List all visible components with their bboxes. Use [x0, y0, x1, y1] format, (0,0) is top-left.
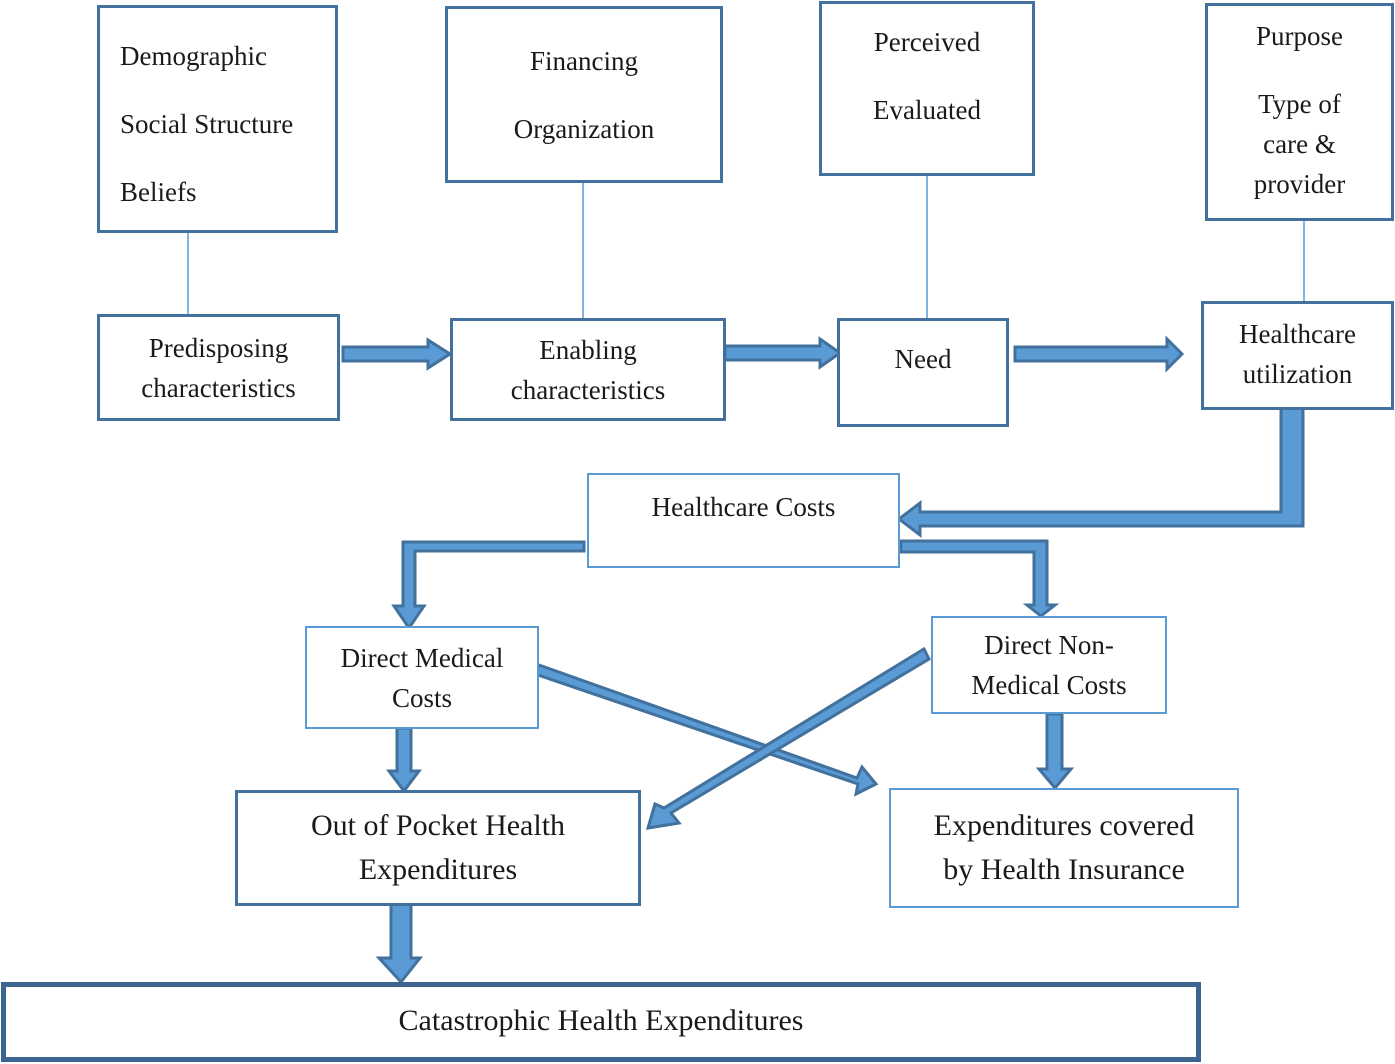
catastrophic-expenditures-box: Catastrophic Health Expenditures — [1, 982, 1201, 1062]
enabling-label-line2: characteristics — [510, 374, 666, 405]
arrow-costs-to-direct-medical — [391, 540, 586, 631]
arrow-predisposing-to-enabling — [341, 337, 453, 371]
predisposing-characteristics-box: Predisposing characteristics — [97, 314, 340, 421]
predisposing-attributes-box: Demographic Social Structure Beliefs — [97, 5, 338, 233]
need-label: Need — [894, 344, 952, 374]
attribute-purpose: Purpose — [1256, 21, 1343, 51]
predisposing-label-line1: Predisposing — [148, 332, 289, 363]
utilization-label-line1: Healthcare — [1239, 319, 1356, 349]
arrow-direct-medical-to-out-of-pocket — [386, 726, 422, 794]
insurance-label-line1: Expenditures covered — [933, 809, 1195, 842]
arrow-out-of-pocket-to-catastrophic — [375, 901, 424, 985]
arrow-direct-non-medical-to-insurance — [1035, 712, 1075, 791]
enabling-label-line1: Enabling — [539, 334, 637, 365]
attribute-social-structure: Social Structure — [120, 109, 294, 139]
need-attributes-box: Perceived Evaluated — [819, 1, 1035, 176]
direct-non-medical-label-line1: Direct Non- — [984, 630, 1114, 660]
attribute-demographic: Demographic — [120, 41, 267, 71]
attribute-type-of: Type of — [1258, 89, 1341, 119]
attribute-organization: Organization — [513, 113, 655, 144]
need-box: Need — [837, 318, 1009, 427]
insurance-label-line2: by Health Insurance — [943, 853, 1185, 886]
arrow-direct-non-medical-to-out-of-pocket — [645, 646, 931, 830]
healthcare-costs-box: Healthcare Costs — [587, 473, 900, 568]
attribute-perceived: Perceived — [873, 27, 981, 57]
attribute-financing: Financing — [530, 45, 638, 76]
attribute-care-and: care & — [1263, 129, 1336, 159]
predisposing-label-line2: characteristics — [141, 372, 296, 403]
arrow-utilization-to-costs — [896, 406, 1305, 539]
healthcare-utilization-box: Healthcare utilization — [1201, 301, 1394, 410]
arrow-enabling-to-need — [723, 336, 843, 370]
arrow-costs-to-direct-non-medical — [899, 539, 1060, 618]
direct-non-medical-costs-box: Direct Non- Medical Costs — [931, 616, 1167, 714]
out-of-pocket-label-line1: Out of Pocket Health — [310, 809, 566, 842]
out-of-pocket-label-line2: Expenditures — [358, 853, 518, 886]
utilization-attributes-box: Purpose Type of care & provider — [1205, 3, 1394, 221]
enabling-characteristics-box: Enabling characteristics — [450, 318, 726, 421]
direct-non-medical-label-line2: Medical Costs — [971, 670, 1127, 700]
direct-medical-costs-box: Direct Medical Costs — [305, 626, 539, 729]
out-of-pocket-expenditures-box: Out of Pocket Health Expenditures — [235, 790, 641, 906]
arrow-direct-medical-to-insurance — [532, 663, 879, 797]
healthcare-costs-label: Healthcare Costs — [651, 492, 836, 522]
insurance-expenditures-box: Expenditures covered by Health Insurance — [889, 788, 1239, 908]
attribute-provider: provider — [1253, 169, 1346, 199]
arrow-need-to-utilization — [1013, 335, 1185, 373]
attribute-beliefs: Beliefs — [120, 177, 197, 207]
attribute-evaluated: Evaluated — [873, 95, 981, 125]
enabling-attributes-box: Financing Organization — [445, 6, 723, 183]
direct-medical-label-line1: Direct Medical — [340, 642, 504, 673]
direct-medical-label-line2: Costs — [391, 682, 453, 713]
utilization-label-line2: utilization — [1242, 359, 1353, 389]
catastrophic-label: Catastrophic Health Expenditures — [398, 1004, 804, 1037]
